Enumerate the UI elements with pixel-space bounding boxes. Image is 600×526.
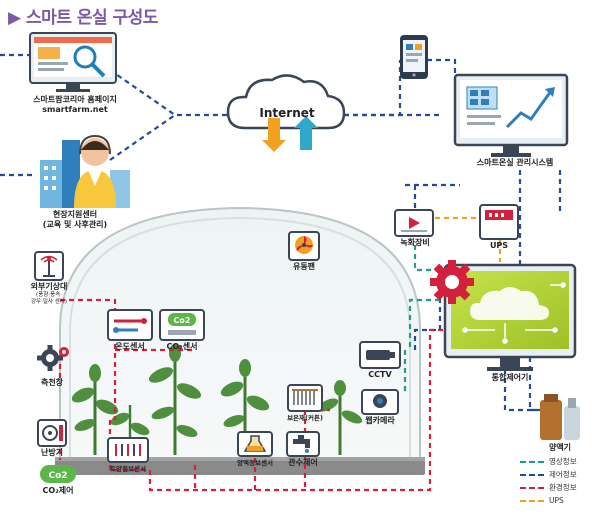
ups-label: UPS (489, 241, 509, 250)
legend-label-video: 영상정보 (549, 457, 577, 466)
webcam-icon (361, 389, 399, 415)
fan-label: 유동팬 (292, 262, 316, 271)
legend: 영상정보 제어정보 환경정보 UPS (520, 455, 577, 507)
co2-sensor-icon: Co2 (159, 309, 205, 341)
ups-lines (435, 216, 502, 262)
management-label: 스마트온실 관리시스템 (476, 158, 554, 167)
soil-probe-icon (107, 437, 149, 463)
internet-label: Internet (259, 106, 315, 120)
legend-item-env: 환경정보 (520, 481, 577, 494)
homepage-label-line2: smartfarm.net (42, 105, 108, 114)
heater-icon (37, 419, 67, 447)
co2-sensor-label: CO₂센서 (166, 342, 198, 351)
weather-label: 외부기상대 (풍향·풍속· 강우·일사 센서) (25, 282, 73, 306)
video-recorder-icon (394, 209, 434, 237)
smartphone-icon (400, 35, 428, 79)
legend-label-env: 환경정보 (549, 483, 577, 492)
legend-swatch-ups (520, 499, 544, 502)
integrated-label: 통합제어기 (491, 373, 529, 382)
co2-sensor-badge-text: Co2 (174, 316, 191, 325)
heater-label: 난방기 (40, 448, 64, 457)
fan-icon (288, 231, 320, 261)
webcam-label: 웹카메라 (365, 416, 395, 425)
site-center-label-line1: 현장지원센터 (52, 210, 98, 219)
legend-swatch-video (520, 460, 544, 463)
legend-item-ups: UPS (520, 494, 577, 507)
legend-item-video: 영상정보 (520, 455, 577, 468)
support-agent-icon (40, 134, 130, 208)
faucet-icon (286, 431, 320, 457)
video-lines (400, 245, 440, 392)
gear-icon (430, 260, 474, 304)
irrigation-label: 관수제어 (288, 458, 318, 467)
site-center-label-line2: (교육 및 사후관리) (42, 220, 108, 229)
co2-control-label: CO₂제어 (42, 486, 74, 495)
site-center-label: 현장지원센터 (교육 및 사후관리) (20, 210, 130, 230)
co2-badge-icon: Co2 (40, 465, 76, 483)
weather-mast-icon (34, 251, 64, 281)
side-window-gear-icon (37, 345, 69, 371)
flask-icon (237, 431, 273, 457)
weather-label-title: 외부기상대 (30, 282, 68, 291)
nutrient-sensor-label: 양액정보센서 (237, 459, 273, 467)
recorder-label: 녹화장비 (400, 238, 430, 247)
legend-label-ups: UPS (549, 496, 564, 505)
fertigation-tank-icon (540, 394, 580, 440)
legend-label-control: 제어정보 (549, 470, 577, 479)
side-window-label: 측천창 (40, 378, 64, 387)
fertilizer-label: 양액기 (548, 443, 572, 452)
weather-label-sub: (풍향·풍속· 강우·일사 센서) (30, 292, 67, 305)
soil-sensor-label: 토양정보센서 (110, 465, 146, 473)
page-title: ▶ 스마트 온실 구성도 (8, 8, 158, 28)
legend-item-control: 제어정보 (520, 468, 577, 481)
co2-control-badge-text: Co2 (48, 471, 67, 481)
cctv-label: CCTV (368, 370, 392, 379)
curtain-icon (287, 384, 323, 412)
legend-swatch-env (520, 486, 544, 489)
homepage-monitor-icon (29, 32, 117, 92)
curtain-label: 보온재(커튼) (287, 414, 323, 422)
temp-sensor-label: 온도센서 (115, 342, 145, 351)
homepage-label: 스마트팜코리아 홈페이지 smartfarm.net (20, 95, 130, 115)
ups-icon (479, 204, 519, 240)
thermometer-icon (107, 309, 153, 341)
plants (71, 344, 363, 455)
chart-monitor-icon (453, 73, 569, 157)
cctv-icon (359, 341, 401, 369)
homepage-label-line1: 스마트팜코리아 홈페이지 (33, 95, 117, 104)
cloud-icon (226, 74, 346, 152)
control-lines (0, 53, 562, 412)
legend-swatch-control (520, 473, 544, 476)
